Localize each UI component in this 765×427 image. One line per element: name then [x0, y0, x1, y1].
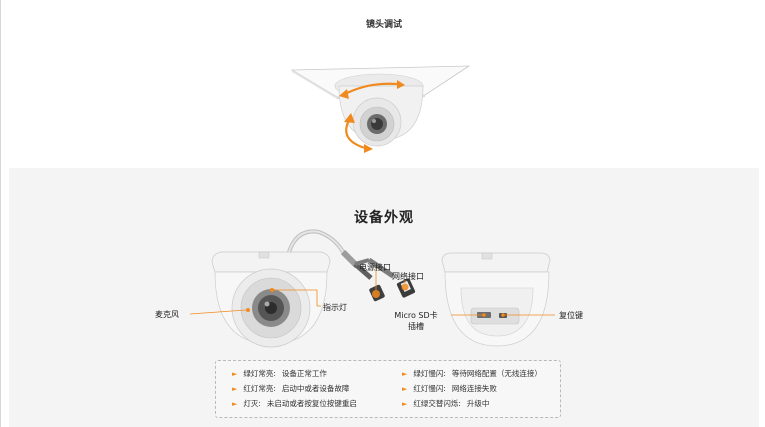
label-reset-button: 复位键: [559, 311, 583, 320]
legend-item: ►绿灯常亮:设备正常工作: [232, 369, 327, 378]
camera-front-view: [211, 251, 331, 348]
label-power-port: 电源接口: [359, 263, 391, 272]
legend-item: ►灯灭:未启动或者按复位按键重启: [232, 399, 357, 408]
device-appearance-illustration: [189, 229, 555, 348]
arrow-right-icon: ►: [402, 370, 408, 378]
legend-item: ►绿灯慢闪:等待网络配置（无线连接）: [402, 369, 542, 378]
camera-bottom-view: [441, 252, 551, 347]
label-indicator-light: 指示灯: [323, 303, 347, 312]
arrow-right-icon: ►: [232, 370, 238, 378]
legend-item: ►红绿交替闪烁:升级中: [402, 399, 490, 408]
device-appearance-section: 设备外观: [9, 168, 759, 427]
page-left-border: [0, 0, 1, 427]
arrow-right-icon: ►: [402, 400, 408, 408]
arrow-right-icon: ►: [232, 385, 238, 393]
arrow-right-icon: ►: [402, 385, 408, 393]
legend-item: ►红灯慢闪:网络连接失败: [402, 384, 497, 393]
legend-item: ►红灯常亮:启动中或者设备故障: [232, 384, 350, 393]
lens-adjustment-section: 镜头调试: [9, 0, 759, 168]
lens-adjustment-title: 镜头调试: [365, 20, 402, 30]
arrow-right-icon: ►: [232, 400, 238, 408]
device-appearance-title: 设备外观: [354, 210, 414, 226]
indicator-legend: ►绿灯常亮:设备正常工作 ►红灯常亮:启动中或者设备故障 ►灯灭:未启动或者按复…: [215, 360, 561, 418]
label-sd-slot-line2: 插槽: [408, 322, 424, 331]
label-network-port: 网络接口: [392, 272, 424, 281]
label-sd-slot: Micro SD卡 插槽: [387, 310, 445, 332]
label-sd-slot-line1: Micro SD卡: [394, 311, 438, 320]
label-microphone: 麦克风: [155, 310, 179, 319]
lens-adjustment-illustration: [290, 65, 471, 153]
